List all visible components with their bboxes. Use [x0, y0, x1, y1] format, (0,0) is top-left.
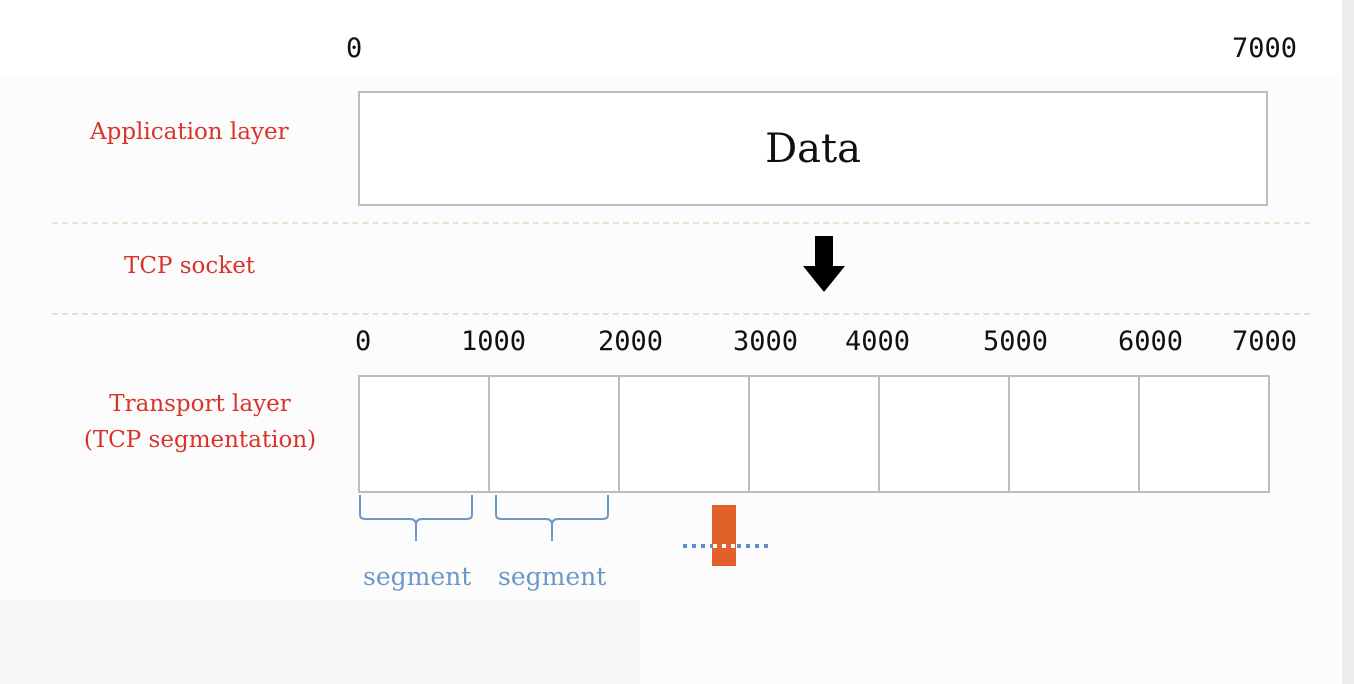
window-edge [1342, 0, 1354, 684]
segment-row [358, 375, 1270, 493]
segment-box [490, 377, 620, 491]
transport-tick-7000: 7000 [1232, 326, 1298, 357]
application-layer-label: Application layer [90, 119, 289, 145]
transport-tick-2000: 2000 [598, 326, 664, 357]
transport-tick-1000: 1000 [461, 326, 527, 357]
transport-layer-label-line1: Transport layer [109, 391, 291, 417]
divider-bottom [52, 313, 1310, 315]
segment-box [360, 377, 490, 491]
arrow-down-icon [803, 236, 845, 292]
tcp-socket-label: TCP socket [124, 253, 256, 279]
transport-tick-0: 0 [355, 326, 372, 357]
segment-box [750, 377, 880, 491]
segment-brace-2 [495, 495, 609, 541]
segment-label-2: segment [498, 562, 607, 591]
top-axis-start: 0 [346, 33, 363, 64]
transport-layer-label: Transport layer (TCP segmentation) [72, 386, 328, 458]
transport-layer-label-line2: (TCP segmentation) [83, 427, 317, 453]
loading-marker-icon [683, 505, 773, 566]
data-box-text: Data [765, 125, 861, 172]
application-data-box: Data [358, 91, 1268, 206]
background-panel-lower [0, 600, 640, 684]
transport-tick-3000: 3000 [733, 326, 799, 357]
segment-brace-1 [359, 495, 473, 541]
segment-box [1010, 377, 1140, 491]
divider-top [52, 222, 1310, 224]
segment-label-1: segment [363, 562, 472, 591]
transport-tick-6000: 6000 [1118, 326, 1184, 357]
transport-tick-4000: 4000 [845, 326, 911, 357]
segment-box [880, 377, 1010, 491]
segment-box [620, 377, 750, 491]
transport-tick-5000: 5000 [983, 326, 1049, 357]
segment-box [1140, 377, 1268, 491]
top-axis-end: 7000 [1232, 33, 1298, 64]
